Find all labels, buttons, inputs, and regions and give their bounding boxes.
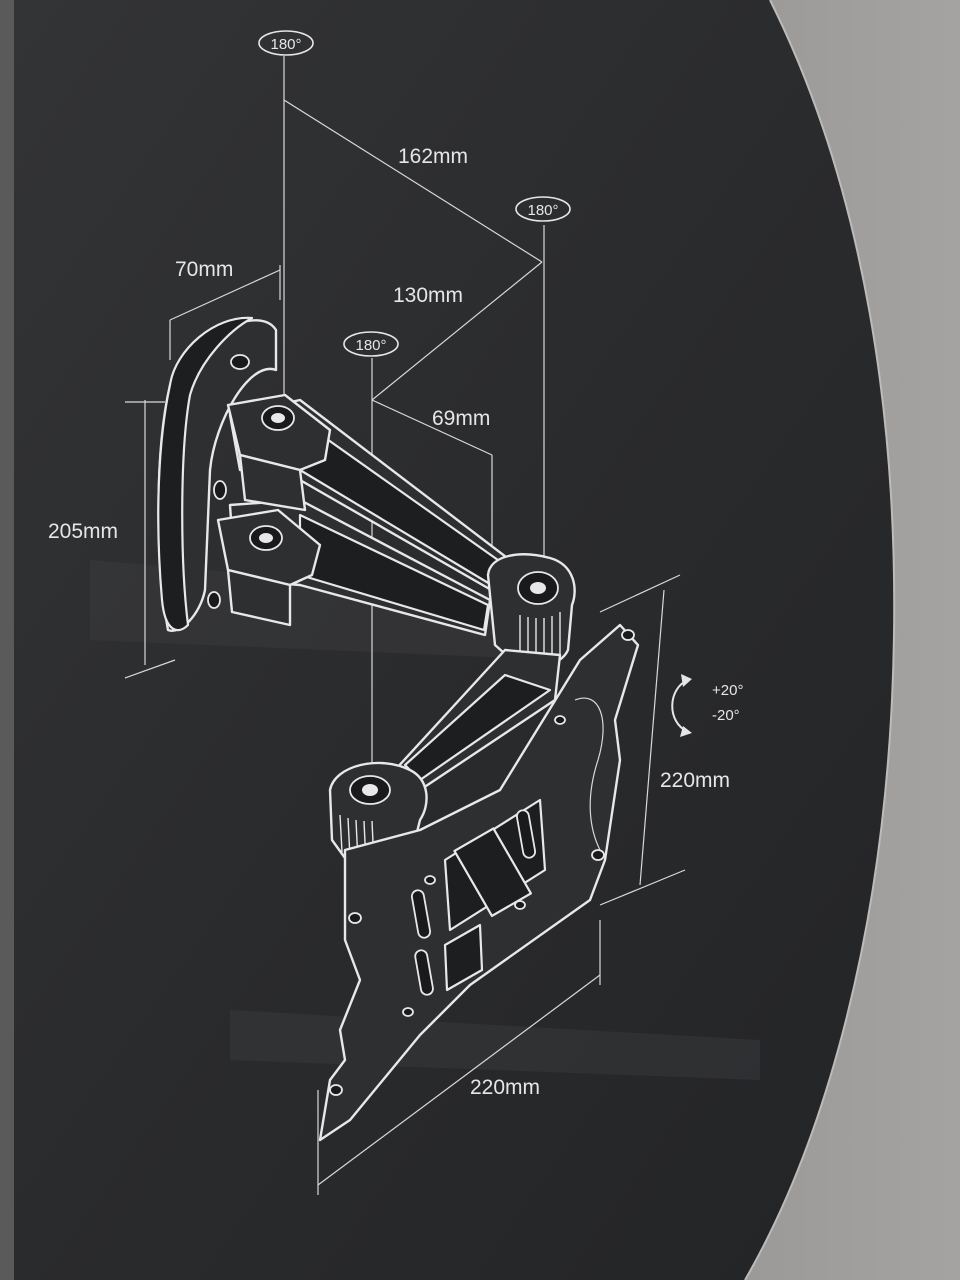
- dimension-label-220mm-bottom: 220mm: [470, 1076, 540, 1099]
- dimension-label-69mm: 69mm: [432, 407, 490, 430]
- tilt-indicator: +20° -20°: [671, 674, 743, 737]
- rotation-badge-label: 180°: [527, 202, 558, 219]
- tilt-up-label: +20°: [712, 682, 743, 699]
- rotation-badge-right: 180°: [515, 196, 571, 222]
- rotation-badge-top: 180°: [258, 30, 314, 56]
- left-strip: [0, 0, 14, 1280]
- wall-hinge: [216, 393, 332, 627]
- dimension-label-205mm: 205mm: [48, 520, 118, 543]
- reflection: [90, 560, 560, 660]
- tilt-down-label: -20°: [712, 707, 740, 724]
- rotation-badge-middle: 180°: [343, 331, 399, 357]
- dimension-label-162mm: 162mm: [398, 145, 468, 168]
- panel-edge: [744, 0, 896, 1280]
- dimension-label-70mm: 70mm: [175, 258, 233, 281]
- rotation-badge-label: 180°: [270, 36, 301, 53]
- dimension-label-130mm: 130mm: [393, 284, 463, 307]
- vesa-plate: [318, 623, 640, 1142]
- rotation-badge-label: 180°: [355, 337, 386, 354]
- wall-plate: [157, 316, 278, 632]
- pivot-knob-right: [486, 553, 576, 668]
- dimension-label-220mm-right: 220mm: [660, 769, 730, 792]
- dimension-lines: [124, 56, 686, 1195]
